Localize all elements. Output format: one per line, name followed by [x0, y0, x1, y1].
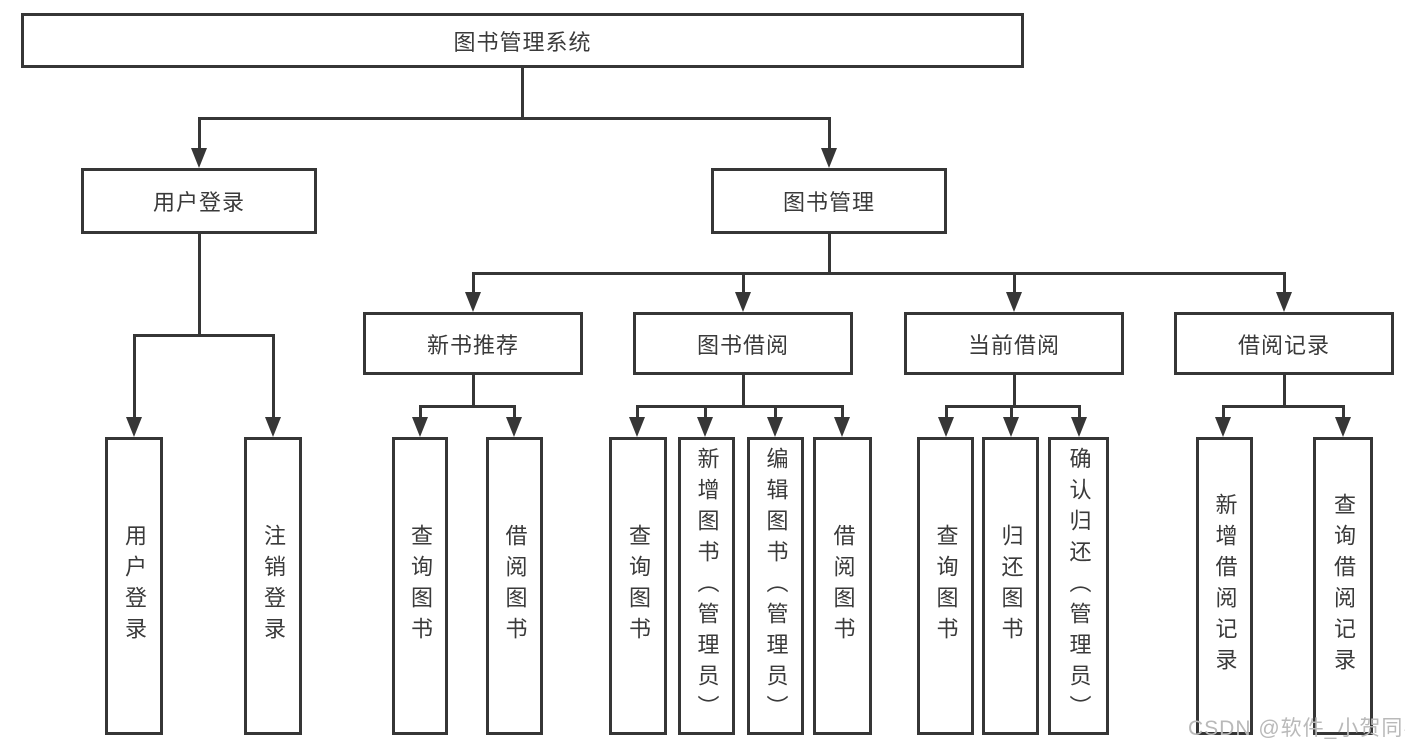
connector-line [272, 334, 275, 419]
arrowhead-icon [1003, 417, 1019, 437]
arrowhead-icon [629, 417, 645, 437]
connector-line [945, 405, 948, 419]
leaf-add-books-admin: 新增图书（管理员） [678, 437, 735, 735]
node-new-book-recommend: 新书推荐 [363, 312, 583, 375]
node-borrow-records: 借阅记录 [1174, 312, 1394, 375]
leaf-borrow-books-1: 借阅图书 [486, 437, 543, 735]
arrowhead-icon [938, 417, 954, 437]
arrowhead-icon [465, 292, 481, 312]
arrowhead-icon [126, 417, 142, 437]
leaf-label: 借阅图书 [502, 524, 528, 648]
connector-line [133, 334, 275, 337]
arrowhead-icon [1276, 292, 1292, 312]
connector-line [636, 405, 844, 408]
node-book-management: 图书管理 [711, 168, 947, 234]
arrowhead-icon [1071, 417, 1087, 437]
connector-line [1342, 405, 1345, 419]
leaf-label: 查询图书 [933, 524, 959, 648]
leaf-label: 注销登录 [261, 524, 286, 648]
node-book-borrow: 图书借阅 [633, 312, 853, 375]
leaf-label: 用户登录 [122, 524, 147, 648]
leaf-return-books: 归还图书 [982, 437, 1039, 735]
leaf-label: 新增借阅记录 [1212, 493, 1238, 679]
connector-line [1222, 405, 1225, 419]
connector-line [1078, 405, 1081, 419]
arrowhead-icon [1006, 292, 1022, 312]
arrowhead-icon [506, 417, 522, 437]
connector-line [742, 375, 745, 408]
leaf-edit-books-admin: 编辑图书（管理员） [747, 437, 804, 735]
leaf-label: 查询借阅记录 [1331, 493, 1356, 679]
connector-line [419, 405, 422, 419]
node-current-borrow: 当前借阅 [904, 312, 1124, 375]
connector-line [198, 117, 831, 120]
arrowhead-icon [767, 417, 783, 437]
node-user-login: 用户登录 [81, 168, 317, 234]
connector-line [521, 68, 524, 119]
connector-line [636, 405, 639, 419]
leaf-query-books-3: 查询图书 [917, 437, 974, 735]
arrowhead-icon [1335, 417, 1351, 437]
connector-line [198, 234, 201, 337]
connector-line [1283, 272, 1286, 296]
arrowhead-icon [1215, 417, 1231, 437]
connector-line [1283, 375, 1286, 408]
arrowhead-icon [735, 292, 751, 312]
leaf-label: 确认归还（管理员） [1066, 446, 1092, 726]
csdn-watermark: CSDN @软件_小贺同学 [1188, 717, 1405, 740]
leaf-query-borrow-record: 查询借阅记录 [1313, 437, 1373, 735]
connector-line [198, 117, 201, 150]
connector-line [945, 405, 1081, 408]
leaf-label: 查询图书 [408, 524, 433, 648]
leaf-label: 编辑图书（管理员） [763, 446, 789, 726]
leaf-confirm-return-admin: 确认归还（管理员） [1048, 437, 1109, 735]
arrowhead-icon [265, 417, 281, 437]
arrowhead-icon [412, 417, 428, 437]
leaf-query-books-1: 查询图书 [392, 437, 448, 735]
connector-line [828, 117, 831, 150]
connector-line [828, 234, 831, 275]
arrowhead-icon [697, 417, 713, 437]
connector-line [841, 405, 844, 419]
connector-line [774, 405, 777, 419]
connector-line [472, 375, 475, 408]
connector-line [1222, 405, 1345, 408]
node-root: 图书管理系统 [21, 13, 1024, 68]
leaf-label: 借阅图书 [830, 524, 856, 648]
connector-line [472, 272, 475, 296]
leaf-label: 查询图书 [626, 524, 651, 648]
connector-line [1013, 272, 1016, 296]
connector-line [704, 405, 707, 419]
connector-line [472, 272, 1286, 275]
connector-line [742, 272, 745, 296]
connector-line [1010, 405, 1013, 419]
arrowhead-icon [834, 417, 850, 437]
arrowhead-icon [191, 148, 207, 168]
connector-line [419, 405, 516, 408]
leaf-user-login: 用户登录 [105, 437, 163, 735]
leaf-label: 归还图书 [998, 524, 1024, 648]
leaf-add-borrow-record: 新增借阅记录 [1196, 437, 1253, 735]
connector-line [133, 334, 136, 419]
arrowhead-icon [821, 148, 837, 168]
leaf-label: 新增图书（管理员） [694, 446, 720, 726]
leaf-query-books-2: 查询图书 [609, 437, 667, 735]
connector-line [1013, 375, 1016, 408]
connector-line [513, 405, 516, 419]
leaf-logout: 注销登录 [244, 437, 302, 735]
leaf-borrow-books-2: 借阅图书 [813, 437, 872, 735]
